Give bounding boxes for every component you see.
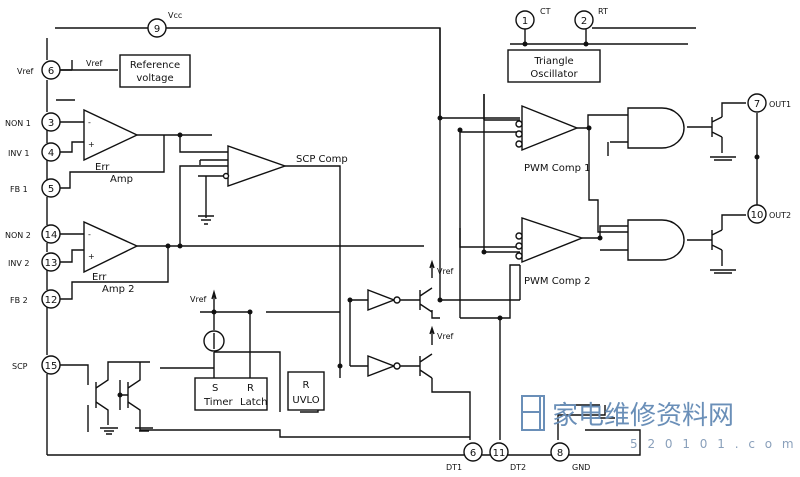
timer-latch-block: S R Timer Latch Vref (190, 295, 268, 411)
pin-vcc-label: Vcc (168, 11, 182, 20)
oscillator-block: Triangle Oscillator (507, 49, 601, 83)
pin-out2: 10 OUT2 (747, 204, 791, 224)
pin-inv1: 4 INV 1 (8, 142, 61, 162)
svg-text:3: 3 (48, 118, 54, 129)
inverter-2: Vref (367, 332, 454, 379)
pin-ct: 1 CT (515, 7, 551, 30)
scp-transistors (95, 382, 129, 408)
amp2-sign-minus: - (88, 230, 91, 239)
and-gate-1 (627, 107, 685, 149)
pin-out1-label: OUT1 (769, 100, 791, 109)
pin-rt-label: RT (598, 7, 608, 16)
wiring (46, 27, 758, 456)
pin-non1-label: NON 1 (5, 119, 31, 128)
svg-text:1: 1 (522, 16, 528, 27)
svg-text:6: 6 (470, 448, 476, 459)
reference-voltage-block: Reference voltage Vref (86, 54, 191, 88)
svg-text:11: 11 (493, 448, 506, 459)
pin-rt: 2 RT (574, 7, 608, 30)
svg-text:10: 10 (751, 210, 764, 221)
pin-fb2-label: FB 2 (10, 296, 28, 305)
amp1-label-1: Err (95, 162, 110, 173)
error-amp-1: - + Err Amp (83, 108, 139, 185)
pin-non1: 3 NON 1 (5, 112, 61, 132)
pin-dt1: 6 DT1 (446, 442, 483, 472)
watermark: 家电维修资料网 5 2 0 1 0 1 . c o m (521, 395, 797, 451)
svg-text:14: 14 (45, 230, 58, 241)
pin-vref: 6 Vref (17, 60, 61, 80)
amp1-sign-plus: + (88, 140, 95, 149)
latch-label: Latch (240, 397, 267, 408)
junction-dots (117, 41, 760, 398)
watermark-text: 家电维修资料网 (552, 401, 734, 431)
scp-comp-label: SCP Comp (296, 154, 348, 165)
output-transistor-1 (711, 116, 723, 138)
scp-comparator: SCP Comp (222, 145, 348, 187)
pin-non2-label: NON 2 (5, 231, 31, 240)
svg-text:4: 4 (48, 148, 54, 159)
oscillator-label-1: Triangle (533, 56, 573, 67)
output-transistor-2 (711, 229, 723, 251)
timer-r-label: R (247, 383, 254, 394)
amp2-label-2: Amp 2 (102, 284, 134, 295)
oscillator-label-2: Oscillator (530, 69, 578, 80)
pwm1-label: PWM Comp 1 (524, 163, 590, 174)
pin-gnd: 8 GND (550, 442, 590, 472)
svg-text:15: 15 (45, 361, 58, 372)
amp1-sign-minus: - (88, 118, 91, 127)
uvlo-r-label: R (303, 380, 310, 391)
ref-in-label: Vref (86, 59, 103, 68)
error-amp-2: - + Err Amp 2 (83, 220, 139, 295)
amp2-sign-plus: + (88, 252, 95, 261)
pin-dt2: 11 DT2 (489, 442, 526, 472)
pin-inv2-label: INV 2 (8, 259, 29, 268)
svg-text:13: 13 (45, 258, 58, 269)
pin-fb1-label: FB 1 (10, 185, 28, 194)
pin-fb1: 5 FB 1 (10, 178, 61, 198)
pin-out1: 7 OUT1 (747, 93, 791, 113)
pwm-comparator-2: PWM Comp 2 (515, 217, 590, 287)
pin-vref-label: Vref (17, 67, 34, 76)
amp2-label-1: Err (92, 272, 107, 283)
svg-text:2: 2 (581, 16, 587, 27)
timer-label: Timer (203, 397, 233, 408)
pin-vcc: 9 Vcc (147, 11, 182, 38)
svg-text:5: 5 (48, 184, 54, 195)
svg-text:9: 9 (154, 24, 160, 35)
pin-non2: 14 NON 2 (5, 224, 61, 244)
pin-inv1-label: INV 1 (8, 149, 29, 158)
pwm-comparator-1: PWM Comp 1 (515, 104, 590, 174)
pin-dt2-label: DT2 (510, 463, 526, 472)
uvlo-block: R UVLO (287, 371, 325, 411)
reference-label-2: voltage (136, 73, 173, 84)
vref-label-inv2: Vref (437, 332, 454, 341)
pin-dt1-label: DT1 (446, 463, 462, 472)
timer-s-label: S (212, 383, 218, 394)
pin-fb2: 12 FB 2 (10, 289, 61, 309)
pin-scp-label: SCP (12, 362, 28, 371)
svg-text:8: 8 (557, 448, 563, 459)
pin-inv2: 13 INV 2 (8, 252, 61, 272)
uvlo-label: UVLO (292, 395, 319, 406)
and-gate-2 (627, 219, 685, 261)
svg-text:12: 12 (45, 295, 58, 306)
inverter-1: Vref (367, 267, 454, 313)
amp1-label-2: Amp (110, 174, 133, 185)
pin-gnd-label: GND (572, 463, 590, 472)
vref-label-timer: Vref (190, 295, 207, 304)
pin-scp: 15 SCP (12, 355, 61, 375)
pin-ct-label: CT (540, 7, 551, 16)
pwm2-label: PWM Comp 2 (524, 276, 590, 287)
pin-out2-label: OUT2 (769, 211, 791, 220)
svg-text:6: 6 (48, 66, 54, 77)
vref-label-inv1: Vref (437, 267, 454, 276)
reference-label-1: Reference (130, 60, 180, 71)
svg-text:7: 7 (754, 99, 760, 110)
watermark-url: 5 2 0 1 0 1 . c o m (630, 437, 797, 451)
